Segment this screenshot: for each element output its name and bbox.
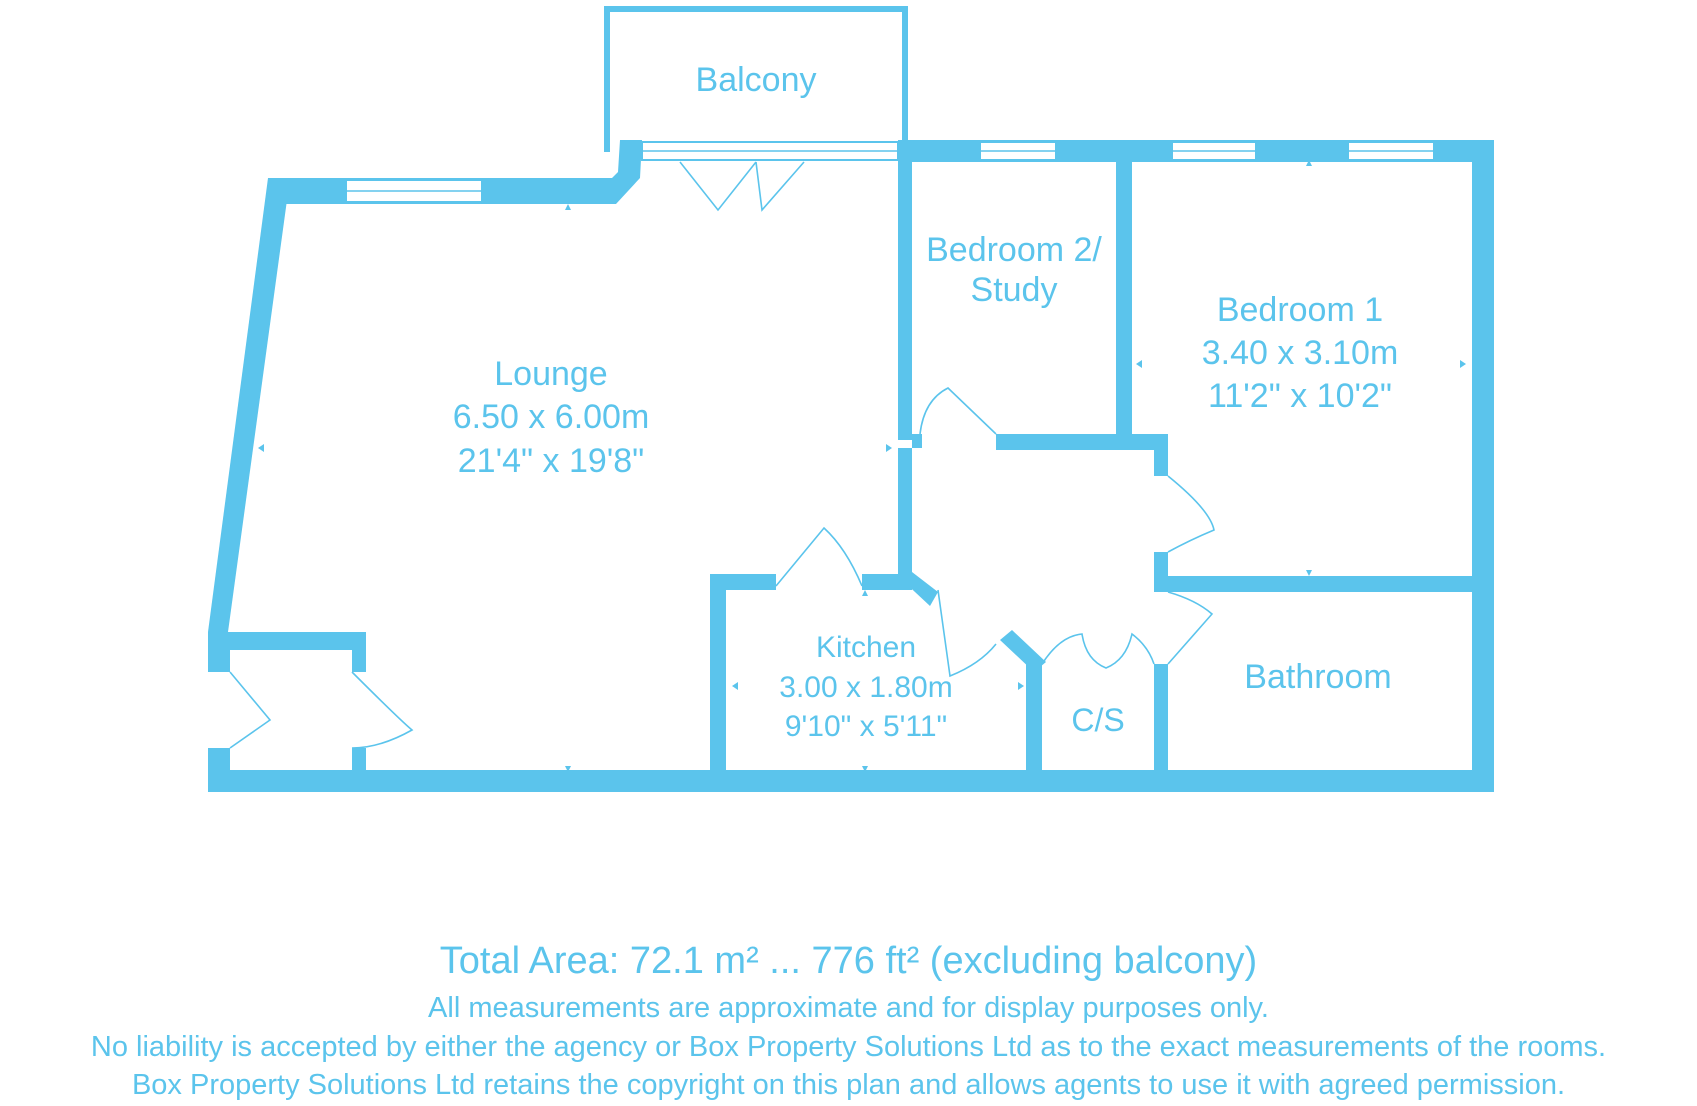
entrance-right-wall xyxy=(352,632,366,672)
bed1-bottom-wall xyxy=(1154,576,1494,592)
bedroom1-size-imperial: 11'2" x 10'2" xyxy=(1208,377,1392,415)
hall-kitchen-door xyxy=(937,589,997,678)
bedroom1-door xyxy=(1167,475,1215,553)
kitchen-top-wall xyxy=(710,574,776,590)
balcony-outline xyxy=(604,6,908,152)
bathroom-label: Bathroom xyxy=(1244,658,1391,696)
bedroom2-label-line1: Bedroom 2/ xyxy=(926,231,1102,269)
bed2-bed1-wall xyxy=(1116,162,1132,438)
entrance-door-left xyxy=(229,671,272,749)
kitchen-cs-wall xyxy=(1026,664,1042,792)
cs-label: C/S xyxy=(1071,702,1124,738)
kitchen-left-wall xyxy=(710,574,726,792)
total-area: Total Area: 72.1 m² ... 776 ft² (excludi… xyxy=(439,940,1258,982)
bottom-wall xyxy=(208,770,1494,792)
dimension-arrows xyxy=(258,160,1466,772)
lounge-hall-wall xyxy=(898,448,912,578)
balcony-label: Balcony xyxy=(696,61,817,99)
bathroom-door xyxy=(1167,591,1214,665)
kitchen-angled-wall xyxy=(900,572,938,606)
bedroom2-label-line2: Study xyxy=(971,271,1058,309)
kitchen-top-wall-right xyxy=(862,574,912,590)
cs-angled-wall xyxy=(1000,630,1046,672)
lounge-size-metric: 6.50 x 6.00m xyxy=(453,398,650,436)
disclaimer-line-1: All measurements are approximate and for… xyxy=(428,992,1269,1024)
interior-walls xyxy=(710,140,1494,792)
cs-door xyxy=(1041,632,1155,669)
entrance-door-right xyxy=(351,671,414,749)
right-wall xyxy=(1472,140,1494,792)
kitchen-door xyxy=(775,526,863,587)
lounge-label: Lounge xyxy=(494,355,607,393)
entrance-top-wall xyxy=(208,632,366,650)
cs-right-wall xyxy=(1154,664,1168,792)
entrance-right-wall-low xyxy=(352,748,366,792)
kitchen-size-metric: 3.00 x 1.80m xyxy=(779,671,952,704)
bed1-left-wall-low xyxy=(1154,434,1168,476)
disclaimer-line-2: No liability is accepted by either the a… xyxy=(90,1031,1607,1063)
entrance-left-wall-low xyxy=(208,748,230,792)
bathroom-left-wall-top xyxy=(1154,552,1168,592)
lounge-left-wall xyxy=(208,178,290,632)
lounge-size-imperial: 21'4" x 19'8" xyxy=(458,442,644,480)
kitchen-size-imperial: 9'10" x 5'11" xyxy=(785,710,947,743)
windows xyxy=(345,141,1435,203)
balcony-door-right xyxy=(755,161,805,212)
bedroom2-door xyxy=(919,387,997,435)
doors xyxy=(229,161,1215,749)
balcony-door-left xyxy=(679,161,757,212)
bed2-bottom-wall xyxy=(996,434,1168,450)
lounge-bedroom2-wall xyxy=(898,140,912,440)
disclaimer-line-3: Box Property Solutions Ltd retains the c… xyxy=(131,1069,1566,1101)
bed2-bottom-stub xyxy=(912,434,922,448)
bedroom1-size-metric: 3.40 x 3.10m xyxy=(1202,334,1399,372)
bedroom1-label: Bedroom 1 xyxy=(1217,291,1383,329)
kitchen-label: Kitchen xyxy=(816,631,916,664)
